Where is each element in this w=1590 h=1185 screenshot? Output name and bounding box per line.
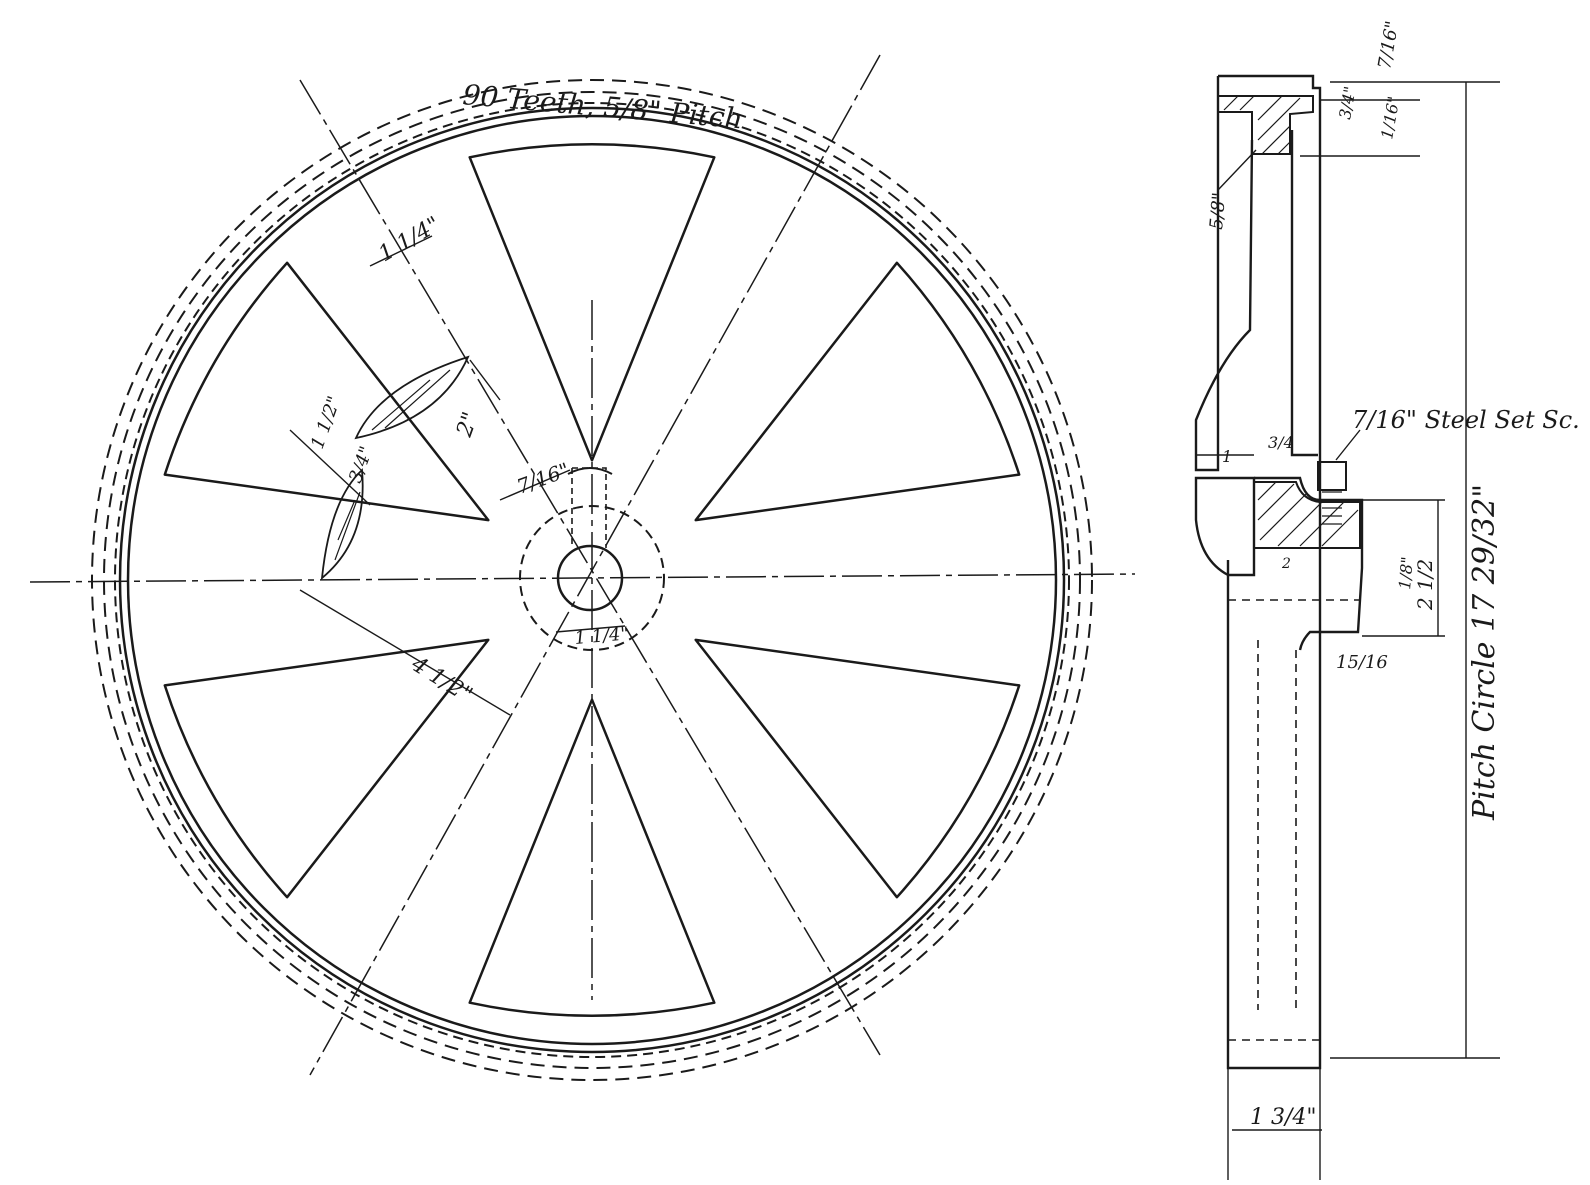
hub-step-label: 15/16	[1336, 652, 1388, 673]
hub-body	[1254, 476, 1364, 651]
hub-diameter-label: 2 1/2	[1413, 559, 1437, 611]
hub-recess-label: 1/8"	[1395, 556, 1417, 591]
dim-set-screw-leader	[1335, 429, 1361, 461]
rim-section	[1217, 95, 1314, 155]
spoke-section-width-label: 1 1/2"	[307, 393, 345, 451]
face-width-label: 1 3/4"	[1250, 1105, 1317, 1130]
spoke-section-lower	[320, 468, 364, 581]
pitch-circle	[103, 91, 1081, 1069]
set-screw-head	[1317, 461, 1347, 491]
window-lower-right	[694, 638, 1021, 899]
spoke-thickness-label: 2"	[452, 409, 484, 441]
front-view: 90 Teeth, 5/8" Pitch 1 1/4" 2" 1 1/2" 3/…	[29, 54, 1136, 1081]
hub-section	[1253, 481, 1361, 549]
dim-spoke-thickness	[469, 359, 501, 401]
dim-section-width	[289, 429, 371, 506]
rim-inner-dim-label: 1/16"	[1377, 95, 1403, 141]
rim-taper-label: 3/4"	[1335, 85, 1359, 121]
spoke-section-rib-label: 3/4"	[345, 444, 377, 486]
center-line-diagonal-b	[309, 54, 881, 1076]
rim-inner	[126, 114, 1058, 1046]
hub-offset-left-label: 1	[1222, 447, 1232, 466]
gear-label: 90 Teeth, 5/8" Pitch	[461, 78, 744, 135]
window-upper-left	[163, 261, 490, 522]
keyway-top	[567, 467, 613, 475]
dim-spoke-rim	[369, 235, 433, 267]
rim-top-dim-label: 7/16"	[1374, 19, 1403, 71]
center-line-horizontal	[29, 573, 1136, 583]
web-right	[1290, 130, 1318, 457]
web-left	[1194, 76, 1254, 472]
hub-section-hatch	[1257, 481, 1359, 547]
window-upper-right	[694, 261, 1021, 522]
dim-bore	[555, 625, 626, 633]
web-thickness-label: 5/8"	[1206, 191, 1230, 230]
pitch-circle-label: Pitch Circle 17 29/32"	[1467, 484, 1502, 821]
hub-length-label: 2	[1281, 556, 1291, 572]
hub-offset-right-label: 3/4	[1268, 433, 1294, 452]
window-upper	[468, 143, 716, 462]
root-circle	[114, 102, 1070, 1058]
spoke-width-rim-label: 1 1/4"	[375, 212, 445, 267]
outside-circle	[91, 79, 1093, 1081]
hub-outline	[1194, 476, 1256, 577]
keyway-depth-label: 7/16"	[514, 458, 573, 499]
window-lower-left	[163, 638, 490, 899]
side-view: 7/16" 1/16" 3/4" 5/8" 1 3/4 7/16" Steel …	[1194, 19, 1580, 1180]
dim-keyway	[499, 469, 571, 501]
dim-spoke-hub	[299, 589, 511, 716]
spoke-section-hatch	[334, 369, 451, 561]
bore-label: 1 1/4"	[574, 623, 630, 649]
window-lower	[468, 698, 716, 1017]
rim-outer	[118, 106, 1066, 1054]
rim-outline	[1218, 74, 1322, 1070]
center-line-diagonal-a	[299, 79, 881, 1056]
rim-section-hatch	[1223, 95, 1301, 155]
spoke-section-upper	[354, 355, 470, 440]
dim-web-leader	[1217, 149, 1257, 191]
set-screw-label: 7/16" Steel Set Sc.	[1352, 406, 1580, 434]
set-screw-thread	[1322, 491, 1342, 525]
